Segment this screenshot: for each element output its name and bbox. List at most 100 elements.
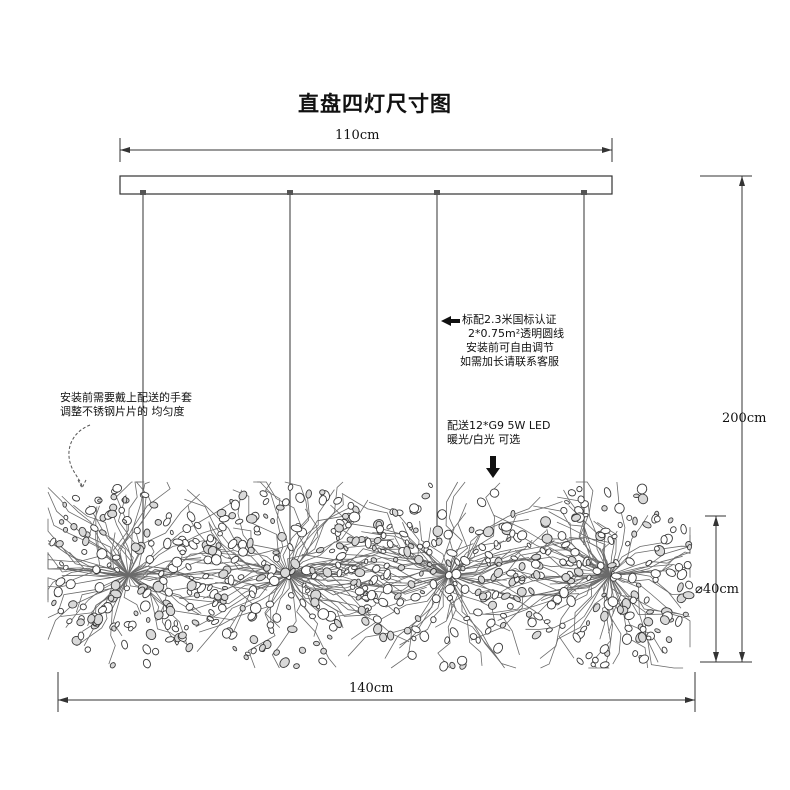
crystal-disc bbox=[449, 661, 456, 670]
crystal-disc bbox=[99, 529, 107, 536]
crystal-disc bbox=[661, 646, 668, 654]
crystal-disc bbox=[585, 558, 591, 567]
cluster-branch bbox=[122, 495, 147, 576]
cluster-branch bbox=[65, 574, 129, 628]
crystal-disc bbox=[49, 537, 57, 547]
crystal-disc bbox=[432, 525, 444, 537]
cluster-branch bbox=[112, 574, 129, 637]
crystal-disc bbox=[227, 574, 235, 586]
crystal-disc bbox=[600, 610, 609, 622]
crystal-disc bbox=[645, 559, 653, 567]
crystal-disc bbox=[639, 625, 647, 633]
crystal-disc bbox=[650, 569, 661, 578]
crystal-disc bbox=[281, 498, 290, 507]
crystal-disc bbox=[636, 483, 648, 495]
crystal-disc bbox=[545, 627, 553, 633]
crystal-disc bbox=[121, 639, 128, 650]
crystal-disc bbox=[411, 625, 421, 634]
crystal-disc bbox=[87, 614, 96, 624]
crystal-disc bbox=[541, 533, 553, 544]
crystal-disc bbox=[348, 511, 361, 523]
crystal-disc bbox=[477, 575, 486, 584]
crystal-disc bbox=[414, 615, 422, 622]
crystal-disc bbox=[85, 505, 97, 515]
crystal-disc bbox=[478, 592, 488, 601]
crystal-disc bbox=[51, 599, 57, 607]
crystal-disc bbox=[266, 621, 275, 629]
crystal-disc bbox=[165, 636, 175, 643]
crystal-disc bbox=[677, 582, 684, 593]
crystal-disc bbox=[493, 567, 503, 578]
cluster-branch bbox=[426, 527, 450, 576]
crystal-disc bbox=[364, 537, 372, 549]
cluster-branch bbox=[347, 574, 450, 657]
crystal-disc bbox=[386, 523, 393, 530]
crystal-disc bbox=[585, 651, 593, 660]
crystal-disc bbox=[206, 616, 214, 622]
crystal-disc bbox=[55, 577, 66, 587]
crystal-disc bbox=[632, 650, 639, 658]
led-spec-note: 配送12*G9 5W LED 暖光/白光 可选 bbox=[447, 419, 550, 447]
crystal-disc bbox=[530, 559, 541, 569]
crystal-disc bbox=[238, 547, 248, 557]
cable-note-line: 2*0.75m²透明圆线 bbox=[468, 327, 565, 340]
crystal-disc bbox=[287, 625, 298, 633]
crystal-disc bbox=[315, 546, 325, 554]
crystal-disc bbox=[493, 642, 504, 654]
cluster-branch bbox=[548, 511, 610, 576]
crystal-disc bbox=[635, 582, 642, 588]
crystal-disc bbox=[500, 522, 513, 532]
crystal-disc bbox=[638, 654, 649, 664]
crystal-disc bbox=[272, 613, 282, 623]
crystal-disc bbox=[499, 621, 507, 629]
crystal-disc bbox=[62, 501, 67, 508]
cluster-branch bbox=[609, 564, 691, 578]
crystal-disc bbox=[82, 536, 90, 547]
crystal-disc bbox=[561, 541, 571, 549]
crystal-disc bbox=[145, 555, 155, 564]
crystal-disc bbox=[218, 522, 227, 532]
crystal-disc bbox=[366, 589, 377, 601]
crystal-disc bbox=[654, 545, 660, 552]
crystal-disc bbox=[322, 567, 333, 578]
crystal-disc bbox=[96, 548, 108, 560]
crystal-disc bbox=[626, 514, 633, 521]
crystal-disc bbox=[179, 549, 186, 556]
crystal-disc bbox=[127, 626, 134, 632]
cluster-branch bbox=[272, 574, 290, 624]
crystal-disc bbox=[237, 574, 245, 580]
crystal-disc bbox=[667, 517, 674, 524]
crystal-disc bbox=[295, 492, 305, 503]
crystal-disc bbox=[84, 646, 92, 653]
crystal-disc bbox=[407, 580, 416, 589]
crystal-disc bbox=[377, 547, 382, 553]
crystal-disc bbox=[586, 620, 590, 626]
crystal-disc bbox=[218, 569, 229, 579]
crystal-disc bbox=[611, 572, 622, 580]
crystal-disc bbox=[675, 615, 683, 627]
crystal-disc bbox=[123, 585, 130, 592]
crystal-disc bbox=[409, 503, 420, 514]
crystal-disc bbox=[130, 542, 141, 552]
crystal-disc bbox=[518, 562, 526, 571]
crystal-disc bbox=[290, 524, 303, 533]
crystal-disc bbox=[265, 600, 275, 608]
cluster-branch bbox=[449, 558, 577, 592]
crystal-disc bbox=[370, 557, 378, 563]
glove-note-arrow bbox=[68, 424, 91, 490]
crystal-disc bbox=[261, 560, 267, 566]
cluster-branch bbox=[384, 574, 450, 659]
crystal-disc bbox=[488, 600, 497, 610]
crystal-disc bbox=[567, 489, 576, 497]
crystal-disc bbox=[674, 563, 684, 572]
cable-note-line: 安装前可自由调节 bbox=[466, 341, 554, 354]
crystal-disc bbox=[559, 558, 567, 566]
crystal-disc bbox=[192, 537, 200, 545]
crystal-disc bbox=[531, 630, 542, 640]
cluster-branch bbox=[448, 503, 469, 576]
crystal-disc bbox=[287, 592, 295, 599]
crystal-disc bbox=[472, 548, 479, 555]
crystal-disc bbox=[682, 591, 695, 600]
crystal-disc bbox=[262, 498, 270, 506]
